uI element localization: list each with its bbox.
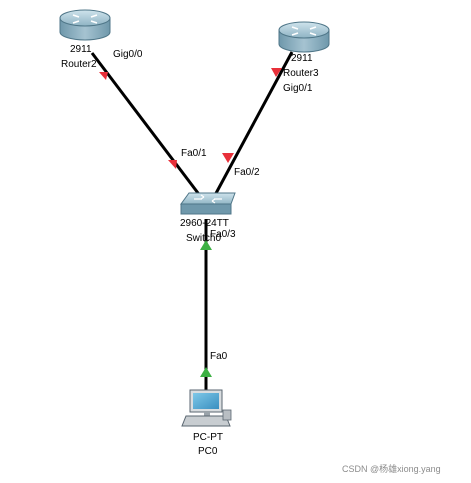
router2-name-label: Router2	[61, 59, 97, 70]
link-status-indicator-down	[271, 68, 282, 77]
switch0-port-label-fa0-3: Fa0/3	[210, 229, 236, 240]
router2-port-label: Gig0/0	[113, 49, 143, 60]
link-status-indicator-up	[200, 240, 212, 250]
link-status-indicator-down	[168, 160, 177, 169]
pc0-name-label: PC0	[198, 446, 218, 457]
router3-name-label: Router3	[283, 68, 319, 79]
pc0-pc-icon[interactable]	[181, 389, 232, 427]
link-status-indicator-down	[222, 153, 234, 163]
pc0-port-label: Fa0	[210, 351, 228, 362]
switch0-port-label-fa0-1: Fa0/1	[181, 148, 207, 159]
link-router2-switch[interactable]	[90, 52, 203, 198]
csdn-watermark: CSDN @杨雄xiong.yang	[342, 464, 441, 474]
router2-router-icon[interactable]	[59, 9, 111, 41]
switch0-port-label-fa0-2: Fa0/2	[234, 167, 260, 178]
router3-port-label: Gig0/1	[283, 83, 313, 94]
router3-model-label: 2911	[291, 53, 313, 64]
switch0-model-label: 2960-24TT	[180, 218, 229, 229]
link-router3-switch[interactable]	[212, 51, 294, 198]
pc0-model-label: PC-PT	[193, 432, 223, 443]
switch0-switch-icon[interactable]	[180, 192, 236, 215]
link-status-indicator-down	[99, 72, 108, 80]
router2-model-label: 2911	[70, 44, 92, 55]
switch0-name-label: Switch0	[186, 233, 222, 244]
link-status-indicator-up	[200, 367, 212, 377]
router3-router-icon[interactable]	[278, 21, 330, 53]
